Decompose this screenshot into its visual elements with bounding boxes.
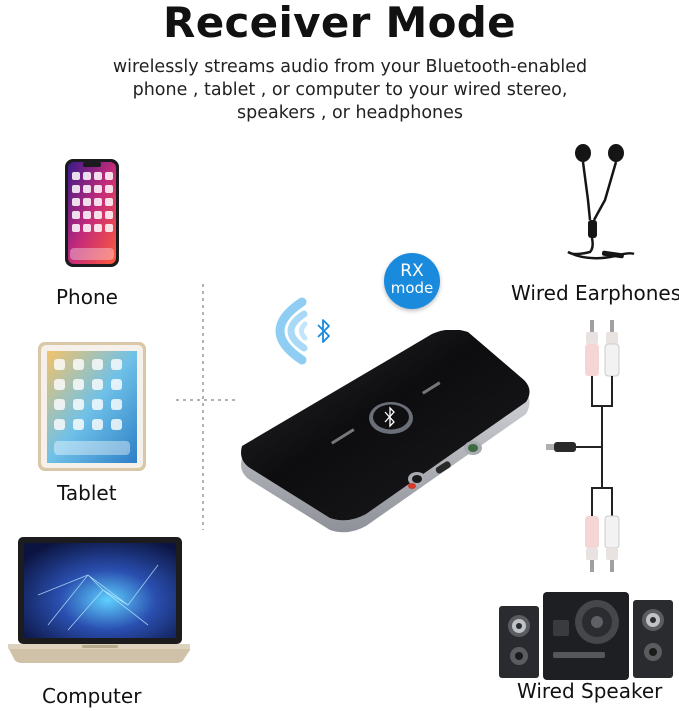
page-subtitle: wirelessly streams audio from your Bluet… <box>100 56 600 125</box>
page-title: Receiver Mode <box>163 0 516 47</box>
source-label-tablet: Tablet <box>57 481 117 505</box>
bluetooth-receiver-device <box>241 330 530 533</box>
subtitle-line-3: speakers , or headphones <box>236 103 464 123</box>
rx-mode-badge: RX mode <box>384 253 440 309</box>
output-label-earphones: Wired Earphones <box>511 281 679 305</box>
subtitle-line-1: wirelessly streams audio from your Bluet… <box>112 57 588 77</box>
earphones-icon <box>567 144 635 260</box>
source-label-computer: Computer <box>42 684 142 708</box>
laptop-icon <box>8 537 190 663</box>
output-label-speaker: Wired Speaker <box>517 679 663 703</box>
speaker-icon <box>499 592 673 680</box>
tablet-icon <box>38 342 146 471</box>
connector-lines <box>176 284 238 530</box>
smartphone-icon <box>65 159 119 267</box>
subtitle-line-2: phone , tablet , or computer to your wir… <box>132 80 568 100</box>
bluetooth-icon <box>317 319 330 343</box>
badge-line-1: RX <box>400 261 424 281</box>
rca-cable-icon <box>546 320 620 572</box>
badge-line-2: mode <box>390 279 434 297</box>
source-label-phone: Phone <box>56 285 118 309</box>
wireless-waves-icon <box>275 297 308 365</box>
